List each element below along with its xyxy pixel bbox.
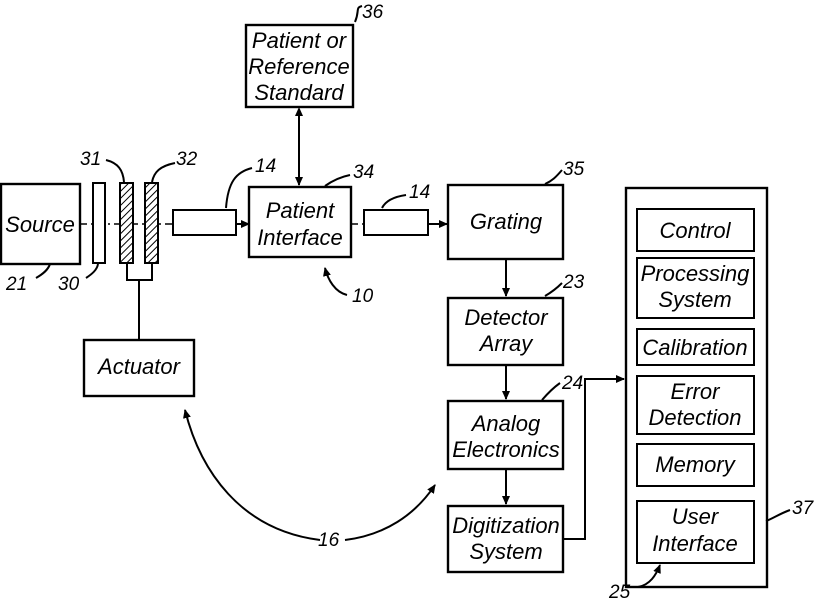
ref-30: 30 xyxy=(58,274,80,295)
ref-14a: 14 xyxy=(255,156,276,177)
source-label: Source xyxy=(5,212,75,237)
ref-21: 21 xyxy=(5,274,27,295)
patient-reference-label-1: Patient or xyxy=(252,28,348,53)
ref-37: 37 xyxy=(792,498,815,519)
leader-24 xyxy=(542,383,560,400)
digitization-system-block: Digitization System xyxy=(448,506,563,572)
leader-10 xyxy=(325,268,347,295)
analog-electronics-block: Analog Electronics xyxy=(448,401,563,469)
digitization-system-label-2: System xyxy=(469,539,542,564)
fiber-left xyxy=(173,210,236,235)
processing-label-2: System xyxy=(658,287,731,312)
feedback-arc-16b xyxy=(345,485,435,540)
ref-34: 34 xyxy=(353,162,374,183)
ref-32: 32 xyxy=(176,149,198,170)
leader-32 xyxy=(152,163,175,182)
leader-21 xyxy=(36,264,50,278)
patient-reference-label-2: Reference xyxy=(248,54,350,79)
patient-reference-label-3: Standard xyxy=(254,80,344,105)
digitization-system-label-1: Digitization xyxy=(452,513,560,538)
calibration-label: Calibration xyxy=(642,335,747,360)
hatched-element-31 xyxy=(120,183,133,263)
memory-label: Memory xyxy=(655,452,736,477)
user-interface-label-1: User xyxy=(672,504,720,529)
leader-37 xyxy=(766,510,790,521)
ref-31: 31 xyxy=(80,149,101,170)
ref-23: 23 xyxy=(562,272,585,293)
fiber-right xyxy=(364,210,428,235)
error-detection-label-2: Detection xyxy=(649,405,742,430)
ref-10: 10 xyxy=(352,286,374,307)
grating-block: Grating xyxy=(448,185,563,259)
processing-label-1: Processing xyxy=(641,261,751,286)
actuator-link xyxy=(127,263,152,340)
hatched-element-32 xyxy=(145,183,158,263)
ref-14b: 14 xyxy=(409,182,430,203)
leader-35 xyxy=(545,170,562,184)
ref-36: 36 xyxy=(362,2,384,23)
patient-interface-label-1: Patient xyxy=(266,198,335,223)
ref-25: 25 xyxy=(608,582,631,600)
analog-electronics-label-2: Electronics xyxy=(452,437,560,462)
patient-reference-block: Patient or Reference Standard xyxy=(246,25,353,107)
ref-16: 16 xyxy=(318,530,340,551)
optical-element-30 xyxy=(93,183,105,263)
leader-23 xyxy=(545,283,562,296)
error-detection-label-1: Error xyxy=(671,379,722,404)
patient-interface-block: Patient Interface xyxy=(249,187,351,257)
detector-array-block: Detector Array xyxy=(448,298,563,365)
leader-14b xyxy=(382,195,406,208)
user-interface-label-2: Interface xyxy=(652,531,738,556)
ref-35: 35 xyxy=(563,159,585,180)
control-label: Control xyxy=(660,218,732,243)
source-block: Source xyxy=(1,184,80,264)
feedback-arc-16 xyxy=(185,410,320,540)
detector-array-label-2: Array xyxy=(478,331,535,356)
grating-label: Grating xyxy=(470,209,543,234)
leader-30 xyxy=(86,264,98,278)
leader-31 xyxy=(106,160,124,182)
leader-34 xyxy=(325,175,350,186)
analog-electronics-label-1: Analog xyxy=(470,411,541,436)
ref-24: 24 xyxy=(561,373,583,394)
patient-interface-label-2: Interface xyxy=(257,225,343,250)
detector-array-label-1: Detector xyxy=(464,305,549,330)
digitization-to-system-arrow xyxy=(563,379,624,539)
actuator-block: Actuator xyxy=(84,340,194,396)
leader-36 xyxy=(355,6,362,22)
actuator-label: Actuator xyxy=(96,354,182,379)
